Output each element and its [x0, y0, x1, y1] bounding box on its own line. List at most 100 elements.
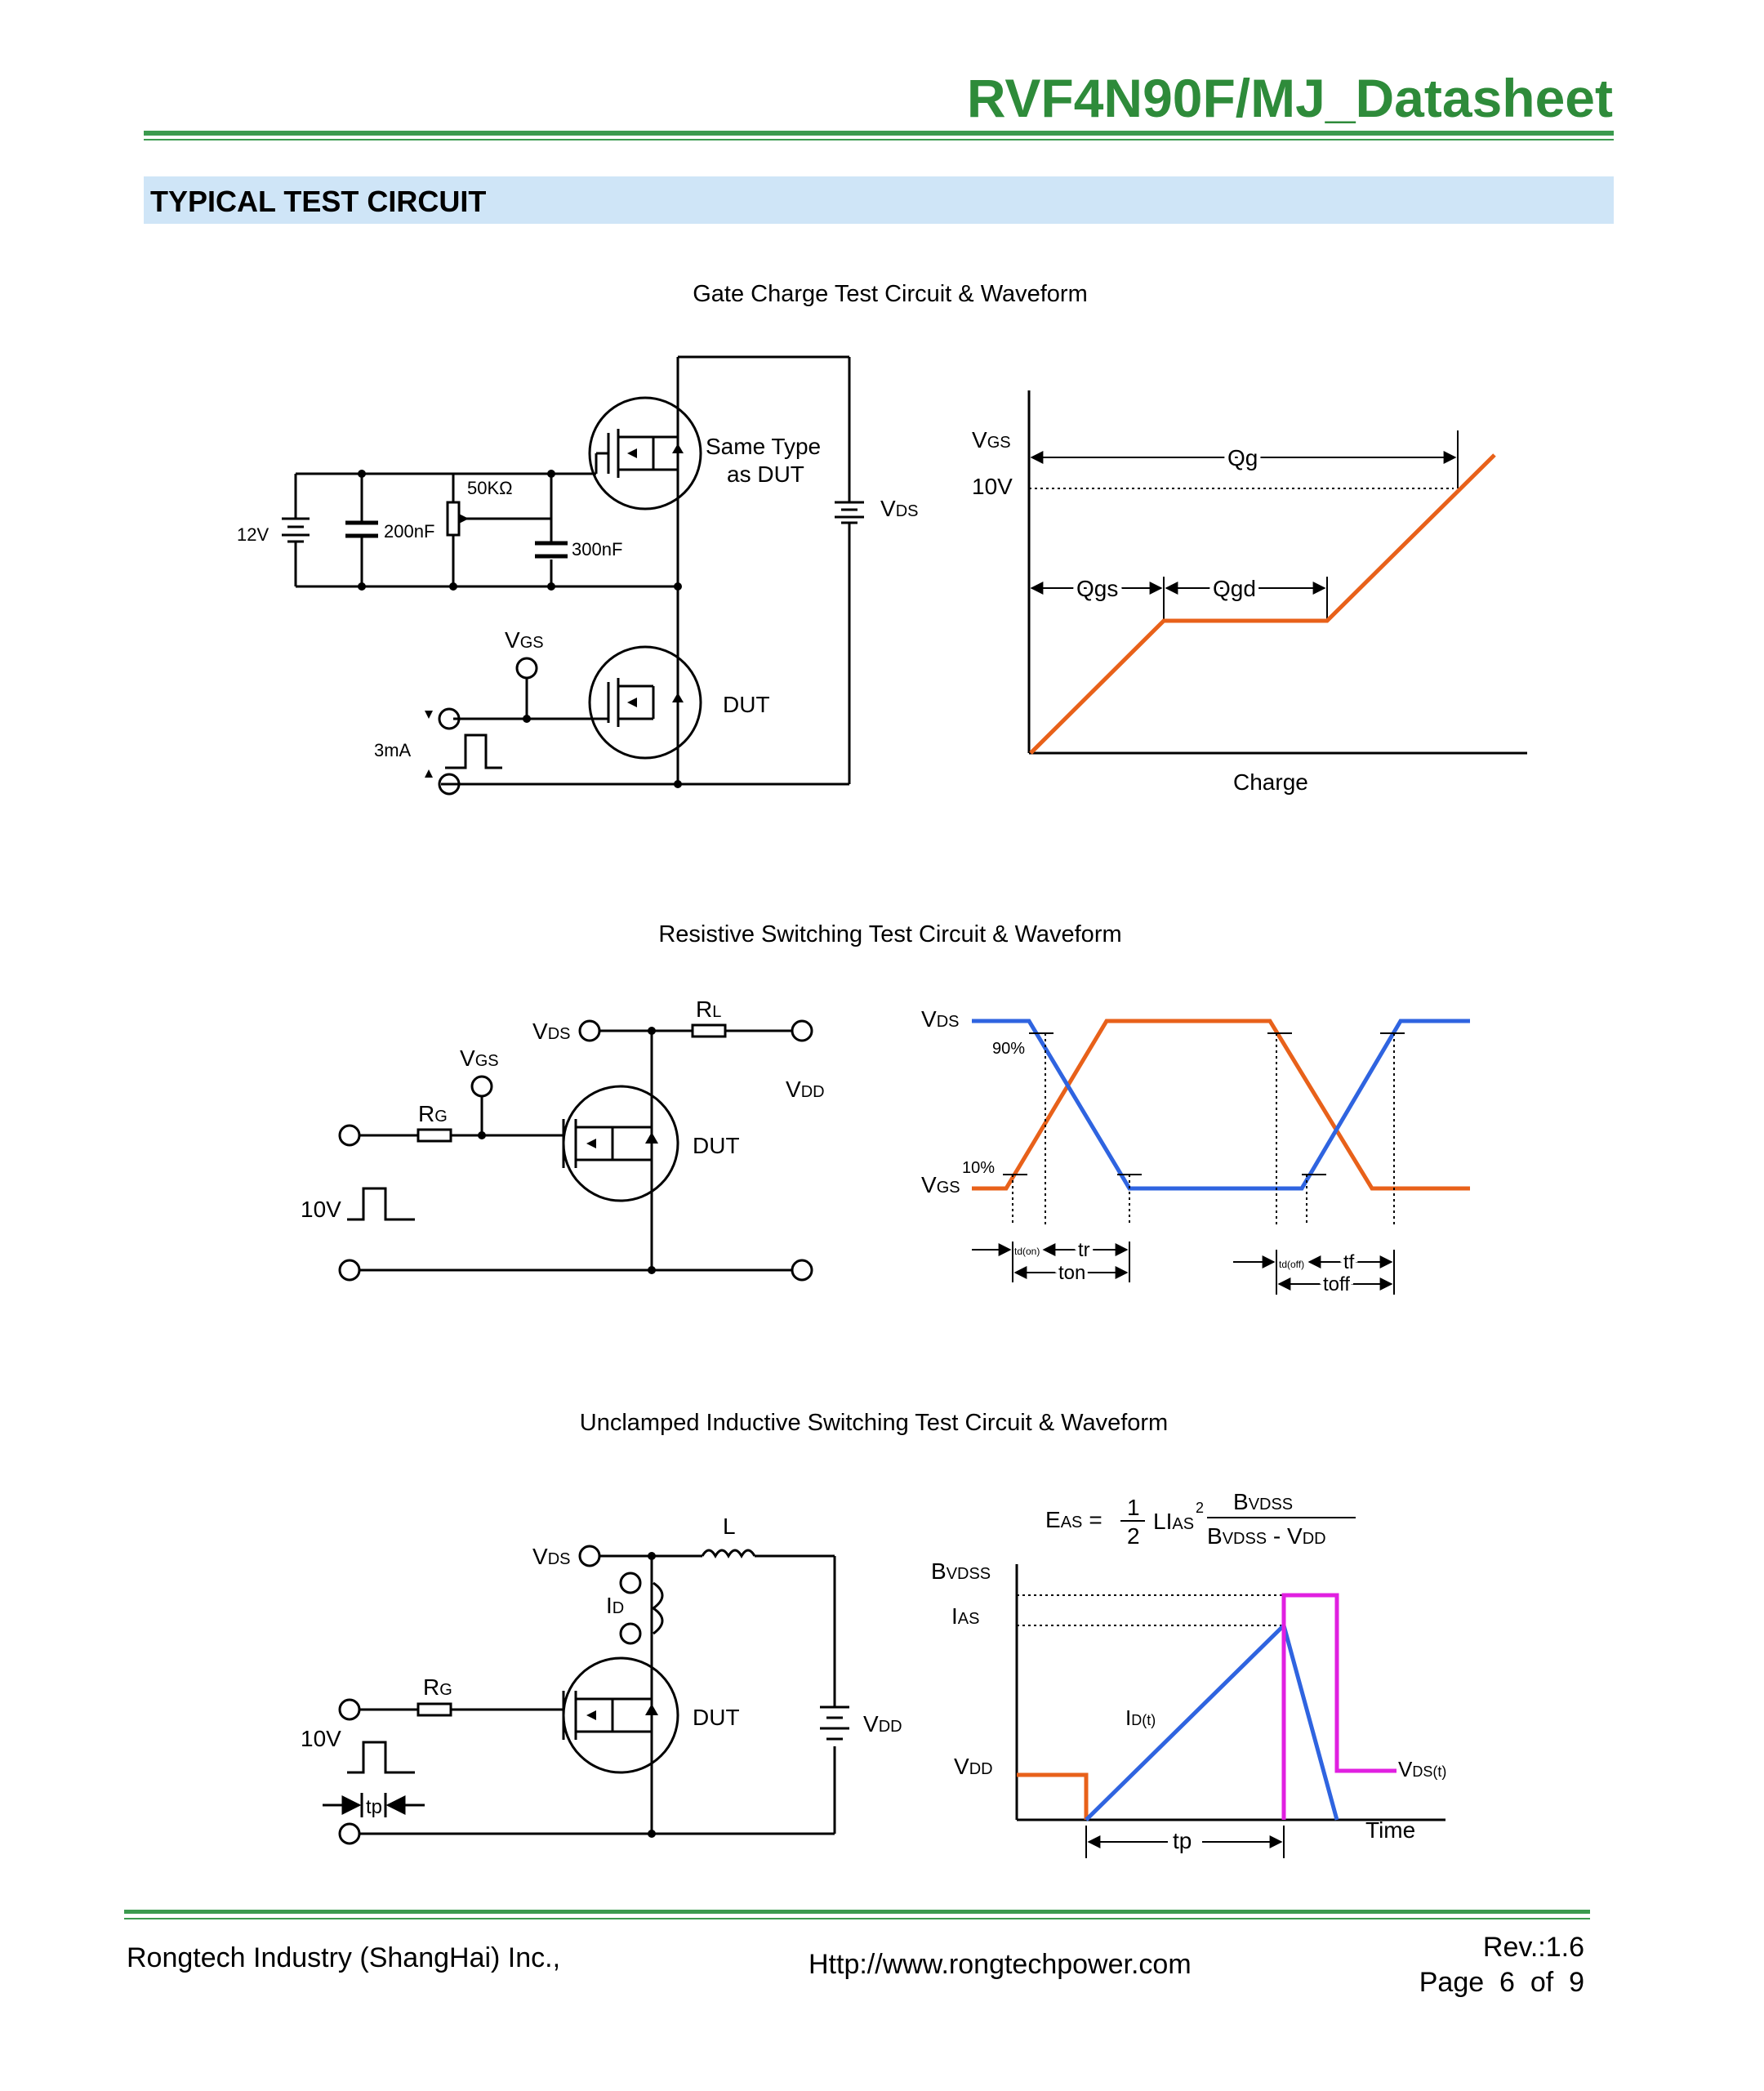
uis-rg-sub: G	[439, 1681, 452, 1699]
resistive-circuit	[338, 1019, 813, 1282]
uis-wave-bvdss-main: B	[931, 1558, 947, 1584]
rs-wave-ticks	[1003, 1032, 1405, 1175]
gc-3ma-label: 3mA	[374, 740, 412, 760]
gc-wave-vgs-main: V	[972, 427, 987, 453]
section-bar	[144, 176, 1614, 224]
gate-charge-circuit-labels: 12V 200nF 50KΩ 300nF Same Type as DUT VD…	[237, 434, 918, 760]
footer-url[interactable]: Http://www.rongtechpower.com	[808, 1949, 1192, 1980]
uis-eq-den2-sub: VDSS	[1223, 1530, 1267, 1548]
uis-waveform-labels: EAS= 1 2 LIAS 2 BVDSS BVDSS - VDD BVDSS …	[931, 1489, 1446, 1853]
uis-wave-ias-main: I	[951, 1603, 958, 1629]
uis-rg-main: R	[423, 1674, 439, 1700]
rs-vdd-sub: DD	[801, 1083, 825, 1101]
document-title: RVF4N90F/MJ_Datasheet	[966, 68, 1613, 128]
svg-text:VGS: VGS	[921, 1172, 960, 1197]
uis-wave-idt-main: I	[1125, 1705, 1131, 1730]
uis-wave-tp: tp	[1173, 1828, 1192, 1853]
uis-tp-label: tp	[366, 1796, 382, 1818]
rs-dut-label: DUT	[693, 1133, 740, 1158]
uis-wave-idt-sub: D(t)	[1131, 1712, 1156, 1728]
footer-company: Rongtech Industry (ShangHai) Inc.,	[127, 1942, 561, 1973]
uis-id-sub: D	[612, 1599, 624, 1617]
resistive-circuit-labels: VDS RL VGS VDD RG DUT 10V	[301, 996, 825, 1222]
uis-eq-lhs-main: E	[1045, 1507, 1061, 1532]
uis-wave-xlabel: Time	[1365, 1817, 1415, 1843]
rs-vdd-main: V	[786, 1077, 801, 1102]
rs-wave-vds-main: V	[921, 1006, 937, 1032]
uis-wave-vdd-sub: DD	[969, 1760, 993, 1778]
gc-vgs-main: V	[505, 627, 520, 653]
uis-l-label: L	[723, 1514, 736, 1539]
gc-wave-vgs-trace	[1029, 453, 1496, 755]
svg-text:VDD: VDD	[954, 1754, 993, 1779]
svg-text:VGS: VGS	[460, 1046, 499, 1071]
uis-eq-num: 1	[1127, 1495, 1140, 1520]
uis-circuit-marks	[586, 1552, 658, 1838]
gate-charge-waveform-labels: VGS 10V Qg Qgs Qgd Charge	[972, 427, 1308, 795]
svg-text:VDS: VDS	[532, 1019, 570, 1044]
uis-eq-den2-rest-sub: DD	[1303, 1530, 1326, 1548]
uis-eq-den2-rest: - V	[1267, 1523, 1303, 1549]
uis-eq-li: LI	[1153, 1509, 1172, 1534]
rs-wave-timing-arrows	[972, 1242, 1395, 1295]
svg-text:RL: RL	[696, 996, 721, 1022]
gc-wave-qgs: Qgs	[1076, 576, 1118, 601]
resistive-waveform	[972, 1019, 1470, 1295]
svg-text:RG: RG	[423, 1674, 452, 1700]
footer-rule	[124, 1910, 1590, 1914]
svg-text:VDS: VDS	[532, 1544, 570, 1569]
rs-wave-vgs-main: V	[921, 1172, 937, 1197]
gate-charge-waveform	[1027, 390, 1527, 755]
svg-text:VDS: VDS	[880, 496, 918, 521]
uis-circuit-labels: VDS L ID RG DUT VDD 10V tp	[301, 1514, 902, 1818]
gc-vds-sub: DS	[896, 502, 919, 520]
uis-wave-vdst-sub: DS(t)	[1412, 1763, 1446, 1780]
rs-wave-toff: toff	[1323, 1273, 1350, 1295]
svg-text:IAS: IAS	[951, 1603, 979, 1629]
rs-vds-main: V	[532, 1019, 548, 1044]
rs-wave-vgs-sub: GS	[937, 1179, 960, 1197]
gc-vgs-sub: GS	[520, 634, 544, 652]
svg-text:ID: ID	[606, 1593, 624, 1618]
gc-12v-label: 12V	[237, 524, 269, 545]
gc-300nf-label: 300nF	[572, 539, 622, 560]
rs-wave-ton: ton	[1058, 1262, 1085, 1284]
uis-eq-den: 2	[1127, 1523, 1140, 1549]
svg-text:BVDSS: BVDSS	[1233, 1489, 1293, 1514]
gc-wave-10v: 10V	[972, 474, 1013, 499]
gc-wave-xlabel: Charge	[1233, 769, 1308, 795]
gate-charge-circuit-marks	[358, 444, 684, 788]
uis-eq-den2-main: B	[1207, 1523, 1223, 1549]
uis-id-main: I	[606, 1593, 612, 1618]
rs-wave-vds-sub: DS	[937, 1013, 960, 1031]
uis-vdd-sub: DD	[879, 1718, 902, 1736]
gate-charge-circuit	[282, 355, 864, 796]
uis-eq-lhs-sub: AS	[1061, 1514, 1083, 1531]
svg-text:BVDSS - VDD: BVDSS - VDD	[1207, 1523, 1326, 1549]
uis-wave-ias-sub: AS	[958, 1610, 980, 1628]
gc-wave-qg: Qg	[1227, 445, 1258, 470]
rs-wave-vds-trace	[972, 1019, 1470, 1191]
rs-10v-label: 10V	[301, 1197, 341, 1222]
rs-wave-90: 90%	[992, 1040, 1025, 1058]
uis-eq-num2-main: B	[1233, 1489, 1249, 1514]
footer-rev: Rev.:1.6	[1482, 1932, 1584, 1963]
uis-eq-eq: =	[1089, 1507, 1102, 1532]
uis-eq-num2-sub: VDSS	[1249, 1496, 1293, 1514]
rs-rg-main: R	[418, 1101, 434, 1126]
svg-text:EAS=: EAS =	[1045, 1507, 1102, 1532]
rs-wave-vgs-trace	[972, 1019, 1470, 1191]
svg-text:VGS: VGS	[972, 427, 1011, 453]
gc-wave-vgs-sub: GS	[987, 434, 1011, 452]
rs-wave-dashes	[1012, 1033, 1395, 1225]
resistive-caption: Resistive Switching Test Circuit & Wavef…	[658, 921, 1122, 947]
uis-eq-li-sub: AS	[1172, 1515, 1194, 1533]
footer-rule-thin	[124, 1918, 1590, 1919]
uis-circuit	[323, 1545, 849, 1845]
svg-text:RG: RG	[418, 1101, 448, 1126]
uis-wave-vds-trace	[1281, 1593, 1396, 1820]
gc-wave-qgd: Qgd	[1213, 576, 1256, 601]
footer-page: Page 6 of 9	[1419, 1967, 1584, 1998]
uis-wave-vdst-main: V	[1398, 1757, 1413, 1781]
uis-waveform	[1015, 1564, 1446, 1858]
